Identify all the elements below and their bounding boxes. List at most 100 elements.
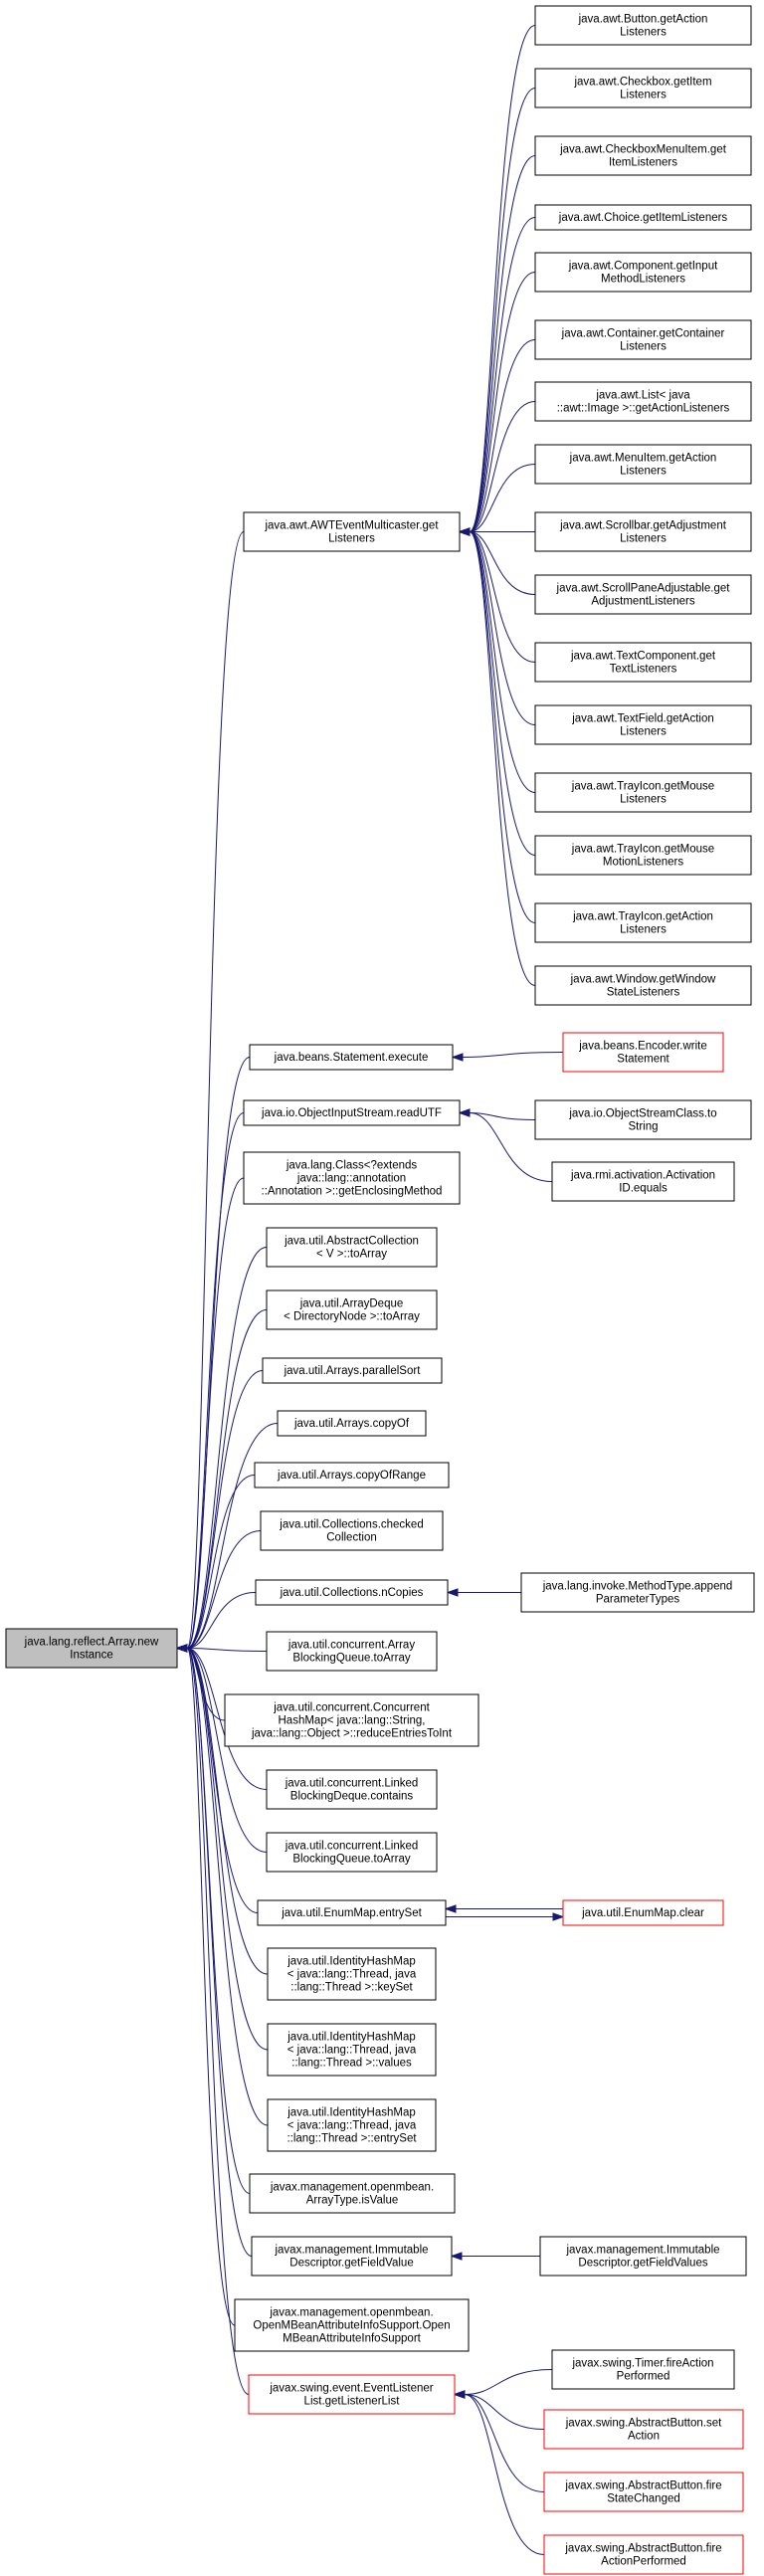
node-box[interactable] (266, 1631, 438, 1672)
node-box[interactable] (562, 1899, 724, 1926)
node-imm[interactable]: javax.management.ImmutableDescriptor.get… (251, 2236, 453, 2277)
node-lbq[interactable]: java.util.concurrent.LinkedBlockingQueue… (266, 1832, 438, 1873)
node-box[interactable] (266, 1227, 438, 1268)
node-enumclear[interactable]: java.util.EnumMap.clear (562, 1899, 724, 1926)
node-box[interactable] (534, 902, 752, 943)
node-stmt[interactable]: java.beans.Statement.execute (249, 1044, 454, 1071)
node-abq[interactable]: java.util.concurrent.ArrayBlockingQueue.… (266, 1631, 438, 1672)
node-absbtn2[interactable]: javax.swing.AbstractButton.fireStateChan… (543, 2472, 744, 2512)
node-box[interactable] (5, 1628, 178, 1669)
node-adeque[interactable]: java.util.ArrayDeque< DirectoryNode >::t… (266, 1289, 438, 1330)
node-box[interactable] (243, 1099, 461, 1126)
node-list[interactable]: java.awt.List< java::awt::Image >::getAc… (534, 381, 752, 422)
node-tray3[interactable]: java.awt.TrayIcon.getActionListeners (534, 902, 752, 943)
node-box[interactable] (243, 1151, 461, 1205)
node-copyof[interactable]: java.util.Arrays.copyOf (277, 1410, 427, 1437)
node-box[interactable] (267, 1947, 437, 2001)
node-ihm1[interactable]: java.util.IdentityHashMap< java::lang::T… (267, 1947, 437, 2001)
node-box[interactable] (534, 511, 752, 552)
node-btn[interactable]: java.awt.Button.getActionListeners (534, 5, 752, 46)
node-ois[interactable]: java.io.ObjectInputStream.readUTF (243, 1099, 461, 1126)
node-box[interactable] (543, 2534, 744, 2575)
node-box[interactable] (254, 1462, 450, 1488)
node-box[interactable] (534, 135, 752, 176)
node-box[interactable] (255, 1579, 449, 1606)
node-box[interactable] (539, 2236, 747, 2277)
node-box[interactable] (534, 704, 752, 745)
node-box[interactable] (249, 1044, 454, 1071)
node-box[interactable] (266, 1832, 438, 1873)
node-ncopies[interactable]: java.util.Collections.nCopies (255, 1579, 449, 1606)
node-ombean[interactable]: javax.management.openmbean.OpenMBeanAttr… (234, 2298, 470, 2352)
node-box[interactable] (248, 2374, 456, 2415)
node-box[interactable] (267, 2023, 437, 2077)
node-box[interactable] (234, 2298, 470, 2352)
node-cls[interactable]: java.lang.Class<?extends java::lang::ann… (243, 1151, 461, 1205)
node-box[interactable] (543, 2409, 744, 2450)
node-mtype[interactable]: java.lang.invoke.MethodType.appendParame… (520, 1572, 755, 1613)
node-box[interactable] (534, 252, 752, 293)
node-cmi[interactable]: java.awt.CheckboxMenuItem.getItemListene… (534, 135, 752, 176)
node-choice[interactable]: java.awt.Choice.getItemListeners (534, 204, 752, 231)
node-box[interactable] (534, 965, 752, 1006)
node-chk[interactable]: java.awt.Checkbox.getItemListeners (534, 68, 752, 108)
node-box[interactable] (543, 2472, 744, 2512)
node-box[interactable] (249, 2173, 456, 2214)
node-psort[interactable]: java.util.Arrays.parallelSort (262, 1357, 443, 1384)
node-comp[interactable]: java.awt.Component.getInputMethodListene… (534, 252, 752, 293)
node-spadj[interactable]: java.awt.ScrollPaneAdjustable.getAdjustm… (534, 574, 752, 615)
node-tray2[interactable]: java.awt.TrayIcon.getMouseMotionListener… (534, 835, 752, 876)
node-chm[interactable]: java.util.concurrent.ConcurrentHashMap< … (224, 1693, 479, 1747)
node-box[interactable] (257, 1899, 447, 1926)
node-box[interactable] (534, 574, 752, 615)
node-box[interactable] (277, 1410, 427, 1437)
node-box[interactable] (534, 68, 752, 108)
node-ihm2[interactable]: java.util.IdentityHashMap< java::lang::T… (267, 2023, 437, 2077)
node-absbtn3[interactable]: javax.swing.AbstractButton.fireActionPer… (543, 2534, 744, 2575)
node-box[interactable] (551, 1161, 735, 1202)
node-arrtype[interactable]: javax.management.openmbean.ArrayType.isV… (249, 2173, 456, 2214)
node-box[interactable] (266, 1289, 438, 1330)
node-box[interactable] (266, 1769, 438, 1810)
node-enummap[interactable]: java.util.EnumMap.entrySet (257, 1899, 447, 1926)
node-awtmc[interactable]: java.awt.AWTEventMulticaster.getListener… (243, 511, 461, 552)
node-box[interactable] (534, 381, 752, 422)
node-box[interactable] (260, 1510, 444, 1551)
node-box[interactable] (534, 642, 752, 683)
node-textf[interactable]: java.awt.TextField.getActionListeners (534, 704, 752, 745)
node-scroll[interactable]: java.awt.Scrollbar.getAdjustmentListener… (534, 511, 752, 552)
node-menu[interactable]: java.awt.MenuItem.getActionListeners (534, 444, 752, 485)
node-box[interactable] (534, 772, 752, 813)
node-box[interactable] (251, 2236, 453, 2277)
node-ihm3[interactable]: java.util.IdentityHashMap< java::lang::T… (267, 2098, 437, 2152)
node-evl[interactable]: javax.swing.event.EventListenerList.getL… (248, 2374, 456, 2415)
node-box[interactable] (224, 1693, 479, 1747)
node-box[interactable] (551, 2349, 735, 2390)
node-box[interactable] (534, 319, 752, 360)
node-box[interactable] (534, 204, 752, 231)
node-lbd[interactable]: java.util.concurrent.LinkedBlockingDeque… (266, 1769, 438, 1810)
node-box[interactable] (534, 5, 752, 46)
node-box[interactable] (562, 1032, 724, 1073)
node-box[interactable] (262, 1357, 443, 1384)
node-box[interactable] (534, 444, 752, 485)
node-box[interactable] (534, 1099, 752, 1140)
node-abscoll[interactable]: java.util.AbstractCollection< V >::toArr… (266, 1227, 438, 1268)
node-box[interactable] (534, 835, 752, 876)
node-box[interactable] (243, 511, 461, 552)
node-imms[interactable]: javax.management.ImmutableDescriptor.get… (539, 2236, 747, 2277)
node-box[interactable] (267, 2098, 437, 2152)
node-copyrange[interactable]: java.util.Arrays.copyOfRange (254, 1462, 450, 1488)
node-box[interactable] (520, 1572, 755, 1613)
